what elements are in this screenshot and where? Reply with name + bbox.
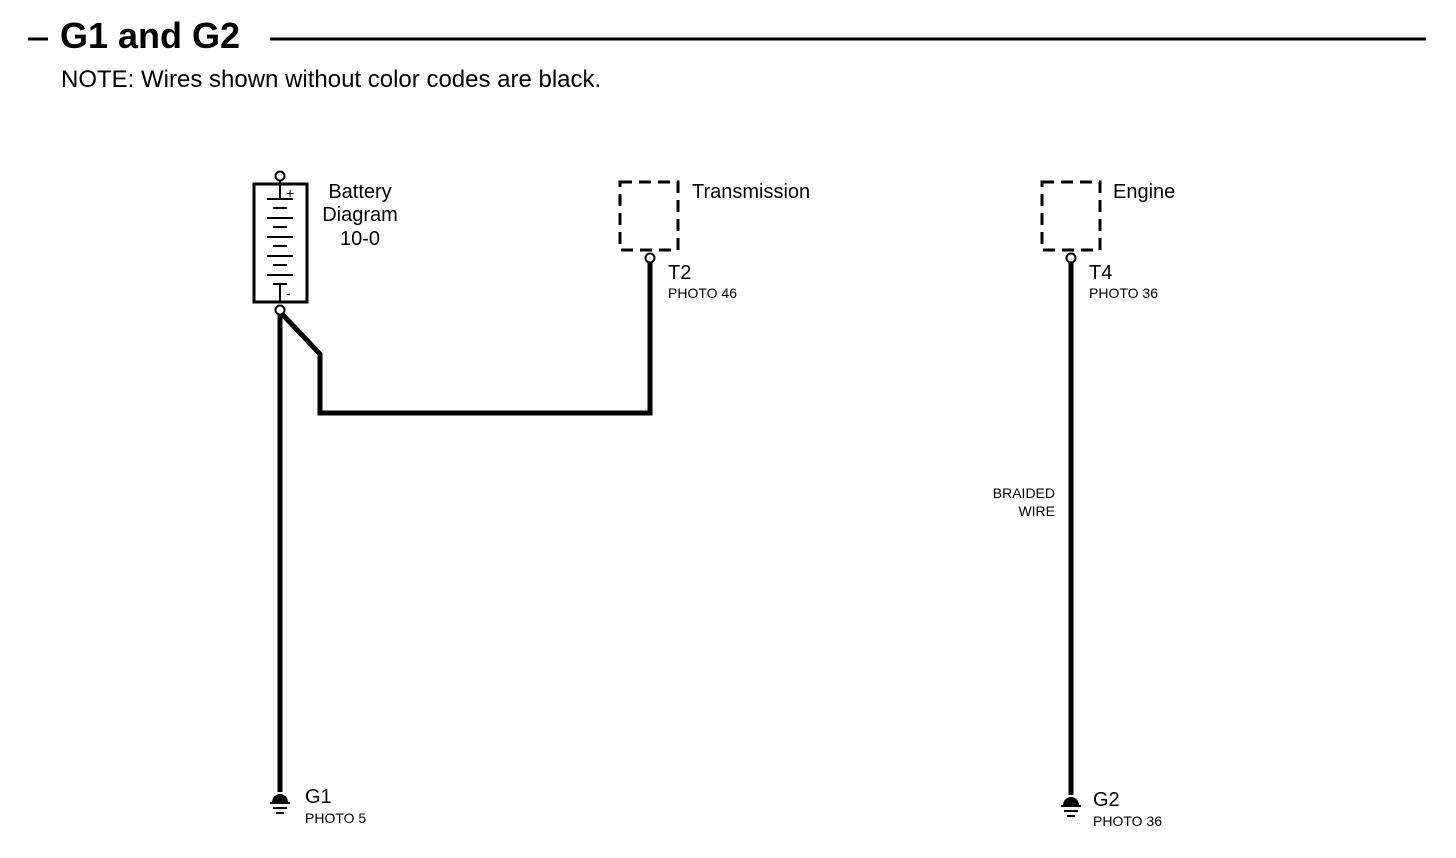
ground-g2-icon	[1061, 797, 1081, 817]
terminal-t2-photo: PHOTO 46	[668, 285, 737, 301]
battery-symbol	[252, 170, 309, 316]
battery-label-line3: 10-0	[340, 228, 380, 250]
terminal-t2-label: T2	[668, 262, 691, 284]
battery-minus-sign: -	[286, 285, 291, 301]
ground-g1-icon	[270, 794, 290, 814]
ground-g1-photo: PHOTO 5	[305, 810, 366, 826]
engine-label: Engine	[1113, 181, 1175, 203]
braided-wire-label-line1: BRAIDED	[993, 485, 1055, 501]
transmission-label: Transmission	[692, 181, 810, 203]
wire-battery-to-t2	[280, 262, 653, 416]
terminal-t4-photo: PHOTO 36	[1089, 285, 1158, 301]
page-note: NOTE: Wires shown without color codes ar…	[61, 66, 602, 93]
battery-label-line1: Battery	[328, 181, 391, 203]
battery-label-line2: Diagram	[322, 204, 398, 226]
transmission-component-box	[618, 180, 680, 252]
terminal-t4-label: T4	[1089, 262, 1112, 284]
terminal-t2	[644, 252, 656, 264]
page-title: G1 and G2	[60, 15, 241, 56]
ground-g2-label: G2	[1093, 789, 1120, 811]
terminal-t4	[1065, 252, 1077, 264]
ground-g1-label: G1	[305, 786, 332, 808]
battery-plus-sign: +	[286, 185, 294, 201]
engine-component-box	[1040, 180, 1102, 252]
braided-wire-label-line2: WIRE	[1018, 503, 1055, 519]
ground-g2-photo: PHOTO 36	[1093, 813, 1162, 829]
